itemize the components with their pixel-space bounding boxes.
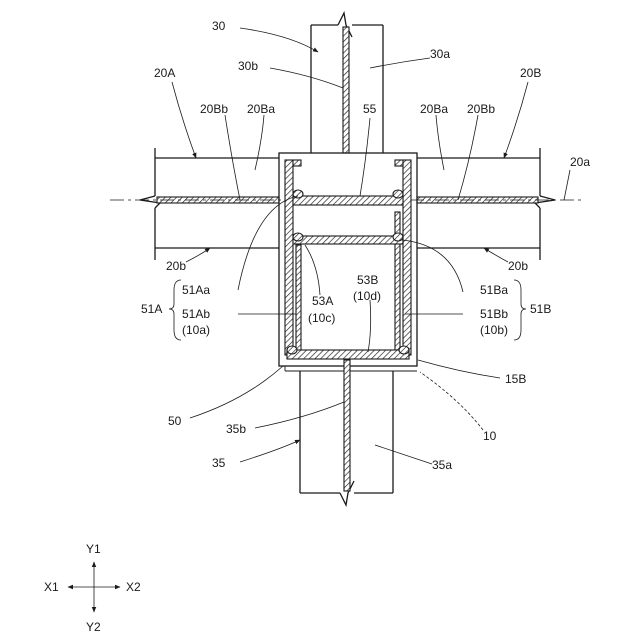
label-10d: (10d) (353, 289, 381, 303)
label-20b-right: 20b (508, 259, 528, 273)
label-30a: 30a (430, 47, 450, 61)
label-15B: 15B (505, 372, 526, 386)
label-30b: 30b (238, 59, 258, 73)
diaphragm-53B (287, 350, 409, 359)
label-35: 35 (212, 456, 226, 470)
label-35b: 35b (226, 422, 246, 436)
leader-lines (172, 28, 570, 464)
label-10b: (10b) (480, 323, 508, 337)
left-top-lip (293, 160, 301, 166)
label-51Ba: 51Ba (480, 283, 508, 297)
label-51Bb: 51Bb (480, 307, 508, 321)
right-side-plate-51B (403, 160, 411, 355)
weld-beads (287, 190, 409, 354)
label-20b-left: 20b (166, 259, 186, 273)
axis-label-y2: Y2 (86, 620, 101, 634)
label-51Aa: 51Aa (182, 283, 210, 297)
label-20Bb-right: 20Bb (467, 102, 495, 116)
label-20Ba-right: 20Ba (420, 102, 448, 116)
label-53A: 53A (312, 294, 333, 308)
label-55: 55 (363, 102, 377, 116)
upper-web-plate-30b (343, 27, 349, 153)
label-30: 30 (212, 19, 226, 33)
label-50: 50 (168, 414, 182, 428)
axis-label-x1: X1 (44, 580, 59, 594)
braces (169, 280, 526, 340)
right-top-lip (395, 160, 403, 166)
inner-plate-51Ab (296, 245, 301, 353)
upper-column-30 (311, 13, 383, 153)
axis-label-x2: X2 (126, 580, 141, 594)
label-20A: 20A (154, 66, 175, 80)
side-plates (285, 160, 411, 355)
label-51B: 51B (530, 302, 551, 316)
lower-web-plate-35b (344, 360, 350, 491)
axis-indicator: Y1 Y2 X1 X2 (44, 542, 141, 634)
label-20Ba-left: 20Ba (247, 102, 275, 116)
diaphragm-55 (293, 196, 403, 205)
label-20B: 20B (520, 66, 541, 80)
label-51Ab: 51Ab (182, 307, 210, 321)
diaphragm-53A (293, 236, 403, 244)
label-10c: (10c) (308, 311, 335, 325)
reference-labels: 30 30a 30b 20A 20B 20Bb 20Ba 55 20Ba 20B… (141, 19, 590, 472)
label-20Bb-left: 20Bb (200, 102, 228, 116)
lower-column-35 (300, 360, 393, 505)
diaphragms (287, 196, 409, 359)
label-53B: 53B (357, 273, 378, 287)
left-beam-20A (140, 148, 279, 260)
axis-label-y1: Y1 (86, 542, 101, 556)
label-10a: (10a) (182, 323, 210, 337)
label-51A: 51A (141, 302, 162, 316)
right-beam-20B (417, 148, 555, 260)
label-20a: 20a (570, 155, 590, 169)
label-35a: 35a (432, 458, 452, 472)
label-10: 10 (483, 429, 497, 443)
left-side-plate-51A (285, 160, 293, 355)
